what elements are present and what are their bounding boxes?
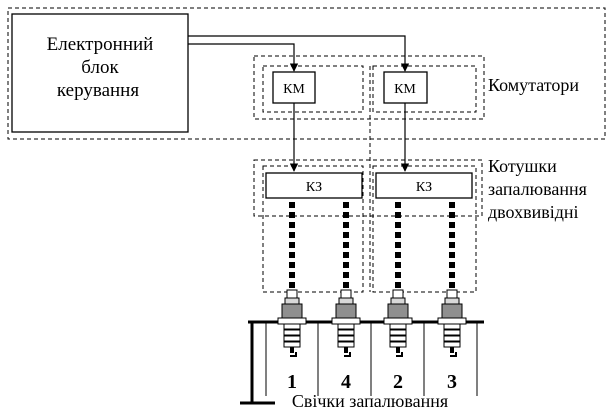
km-label-1: КМ	[283, 82, 305, 97]
plug-number-3: 3	[447, 371, 457, 393]
spark-plug-1	[277, 289, 307, 357]
kz-box-1	[265, 172, 363, 199]
coil-pair-2	[372, 165, 477, 293]
kz-label-2: КЗ	[416, 180, 432, 195]
coil-pair-1	[262, 165, 364, 293]
commutator-inner-1	[262, 65, 364, 113]
kz-box-2	[375, 172, 473, 199]
coils-group	[253, 159, 483, 217]
plug-number-2: 2	[393, 371, 403, 393]
ecu-label-line-3: керування	[57, 80, 139, 101]
ecu-wire-2	[188, 35, 410, 72]
plugs-label: Свічки запалювання	[292, 391, 448, 411]
ecu-label-line-2: блок	[81, 57, 119, 78]
commutators-label: Комутатори	[488, 75, 579, 95]
km-box-2	[383, 71, 428, 104]
coils-label-line-1: Котушки	[488, 156, 557, 176]
ecu-block	[11, 13, 189, 133]
kz-label-1: КЗ	[306, 180, 322, 195]
coils-label-line-3: двохвивідні	[488, 202, 579, 222]
spark-plug-3	[437, 289, 467, 357]
coils-label-line-2: запалювання	[488, 179, 587, 199]
spark-plug-2	[383, 289, 413, 357]
plug-number-4: 4	[341, 371, 351, 393]
plug-number-1: 1	[287, 371, 297, 393]
spark-plug-4	[331, 289, 361, 357]
commutators-group	[253, 55, 485, 120]
km-label-2: КМ	[394, 82, 416, 97]
ecu-wire-1	[188, 43, 299, 72]
commutator-inner-2	[372, 65, 477, 113]
ecu-label-line-1: Електронний	[47, 34, 154, 55]
